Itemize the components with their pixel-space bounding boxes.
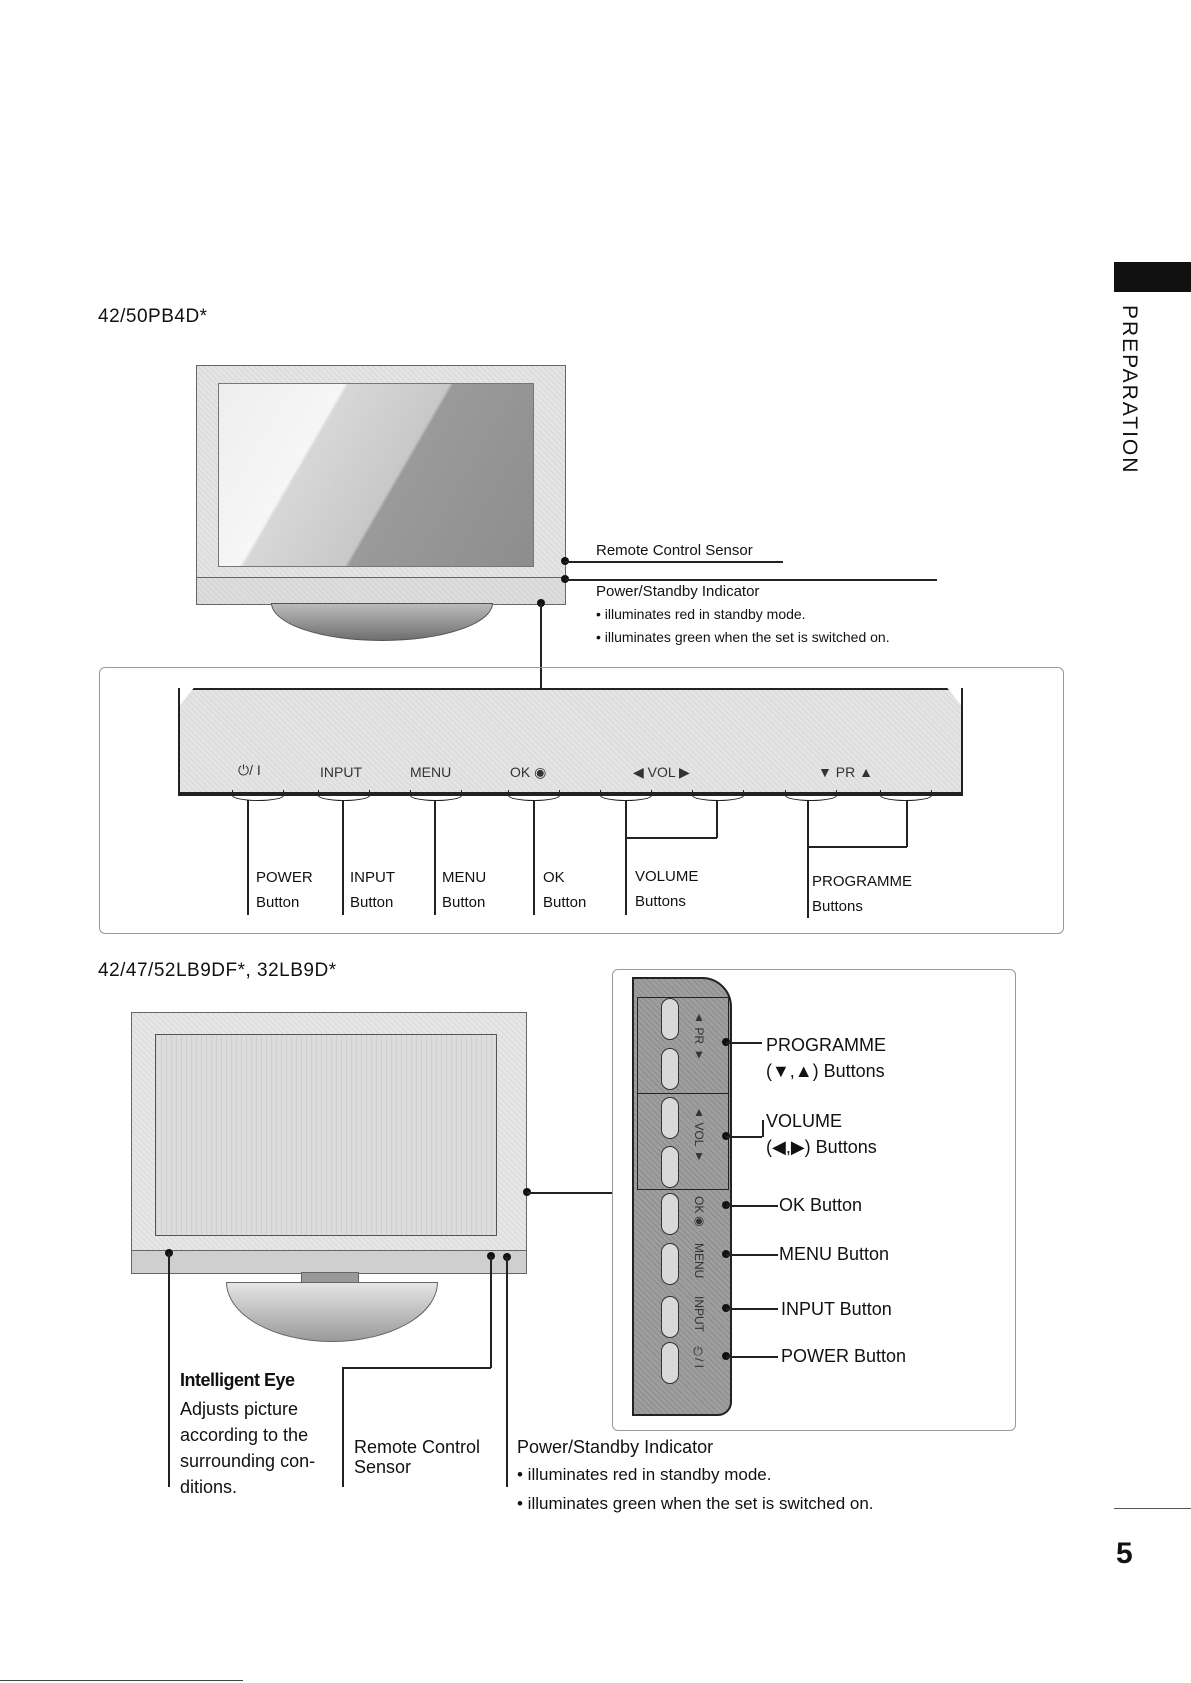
ok-callout-line bbox=[726, 1205, 778, 1207]
intelligent-eye-leader bbox=[168, 1253, 170, 1487]
power-callout-line bbox=[726, 1356, 778, 1358]
side-ok-label: OK◉ bbox=[692, 1196, 706, 1228]
input-button[interactable] bbox=[661, 1296, 679, 1338]
ok-callout: OK Button bbox=[779, 1195, 863, 1215]
vol-leader-left bbox=[625, 800, 627, 915]
side-tab-marker bbox=[1114, 262, 1191, 292]
tv-plasma-illustration bbox=[196, 365, 566, 650]
volume-line bbox=[726, 1136, 762, 1138]
lcd-screen bbox=[155, 1034, 497, 1236]
tv-screen bbox=[218, 383, 534, 567]
power-callout: POWER Button bbox=[781, 1346, 907, 1366]
side-input-label: INPUT bbox=[692, 1296, 706, 1332]
volume-callout: VOLUME (◀,▶) Buttons bbox=[766, 1111, 877, 1157]
side-power-label: ⏻/ I bbox=[692, 1346, 706, 1369]
power-indicator-bullet-2: • illuminates green when the set is swit… bbox=[596, 629, 890, 645]
menu-leader bbox=[434, 800, 436, 915]
menu-button-bump[interactable] bbox=[410, 790, 462, 801]
lcd-power-indicator-title: Power/Standby Indicator bbox=[517, 1437, 714, 1457]
front-panel-box bbox=[99, 667, 1064, 934]
model-heading-1: 42/50PB4D* bbox=[98, 306, 208, 327]
side-control-strip bbox=[632, 977, 732, 1416]
power-indicator-bullet-1: • illuminates red in standby mode. bbox=[596, 606, 806, 622]
tv-bottom-bar bbox=[196, 577, 566, 605]
bottom-rule bbox=[0, 1680, 243, 1681]
input-leader bbox=[342, 800, 344, 915]
front-control-panel-outline bbox=[178, 688, 963, 794]
pr-leader-right bbox=[906, 800, 908, 847]
power-indicator-title: Power/Standby Indicator bbox=[596, 583, 760, 600]
ok-leader bbox=[533, 800, 535, 915]
pr-down-button-bump[interactable] bbox=[785, 790, 837, 801]
programme-callout: PROGRAMME (▼,▲) Buttons bbox=[766, 1035, 887, 1081]
panel-power-label: ⏻/ I bbox=[238, 762, 261, 778]
input-callout: INPUT Button bbox=[781, 1299, 892, 1319]
side-pr-label: ▲ PR ▼ bbox=[692, 1010, 706, 1062]
power-leader bbox=[247, 800, 249, 915]
panel-pr-label: ▼ PR ▲ bbox=[818, 764, 873, 780]
lcd-side-leader bbox=[527, 1192, 612, 1194]
model-heading-2: 42/47/52LB9DF*, 32LB9D* bbox=[98, 960, 337, 981]
pr-leader-join bbox=[807, 846, 907, 848]
menu-callout-line bbox=[726, 1254, 778, 1256]
side-panel-box bbox=[612, 969, 1016, 1431]
volume-line-up bbox=[762, 1120, 764, 1137]
front-control-panel bbox=[178, 688, 963, 796]
lcd-sensor-leader-h bbox=[342, 1367, 491, 1369]
panel-vol-label: ◀ VOL ▶ bbox=[633, 764, 690, 780]
lcd-bottom-bar bbox=[131, 1250, 527, 1274]
vol-up-button-bump[interactable] bbox=[692, 790, 744, 801]
indicator-line bbox=[565, 579, 937, 581]
vol-down-button[interactable] bbox=[661, 1146, 679, 1188]
lcd-indicator-leader bbox=[506, 1257, 508, 1487]
pr-up-button[interactable] bbox=[661, 998, 679, 1040]
page-number: 5 bbox=[1116, 1537, 1133, 1570]
power-button-bump[interactable] bbox=[232, 790, 284, 801]
lcd-stand-base bbox=[226, 1282, 438, 1342]
vol-up-button[interactable] bbox=[661, 1097, 679, 1139]
pr-group-frame bbox=[637, 997, 729, 1094]
vol-group-frame bbox=[637, 1093, 729, 1190]
tv-stand bbox=[271, 603, 493, 641]
side-tab-label: PREPARATION bbox=[1118, 305, 1141, 475]
panel-link-line bbox=[540, 603, 542, 689]
panel-menu-label: MENU bbox=[410, 764, 452, 780]
tv-lcd-illustration bbox=[131, 1012, 527, 1342]
intelligent-eye-desc: Adjusts picture according to the surroun… bbox=[180, 1399, 316, 1497]
ok-button[interactable] bbox=[661, 1193, 679, 1235]
panel-ok-label: OK ◉ bbox=[510, 764, 547, 780]
lcd-sensor-leader-v bbox=[490, 1256, 492, 1368]
lcd-power-indicator-bullet-1: • illuminates red in standby mode. bbox=[517, 1465, 772, 1484]
sensor-line bbox=[565, 561, 783, 563]
programme-line bbox=[726, 1042, 762, 1044]
side-menu-label: MENU bbox=[692, 1243, 706, 1279]
lcd-power-indicator-bullet-2: • illuminates green when the set is swit… bbox=[517, 1494, 874, 1513]
panel-input-label: INPUT bbox=[320, 764, 362, 780]
pr-down-button[interactable] bbox=[661, 1048, 679, 1090]
page-number-rule bbox=[1114, 1508, 1191, 1509]
power-button[interactable] bbox=[661, 1342, 679, 1384]
remote-sensor-label: Remote Control Sensor bbox=[596, 542, 753, 559]
input-button-bump[interactable] bbox=[318, 790, 370, 801]
menu-button[interactable] bbox=[661, 1243, 679, 1285]
pr-leader-left bbox=[807, 800, 809, 918]
menu-callout: MENU Button bbox=[779, 1244, 890, 1264]
intelligent-eye-title: Intelligent Eye bbox=[180, 1370, 295, 1390]
vol-leader-join bbox=[625, 837, 717, 839]
vol-leader-right bbox=[716, 800, 718, 838]
side-vol-label: ▲ VOL ▼ bbox=[692, 1105, 706, 1164]
lcd-sensor-leader-down bbox=[342, 1367, 344, 1487]
input-callout-line bbox=[726, 1308, 778, 1310]
